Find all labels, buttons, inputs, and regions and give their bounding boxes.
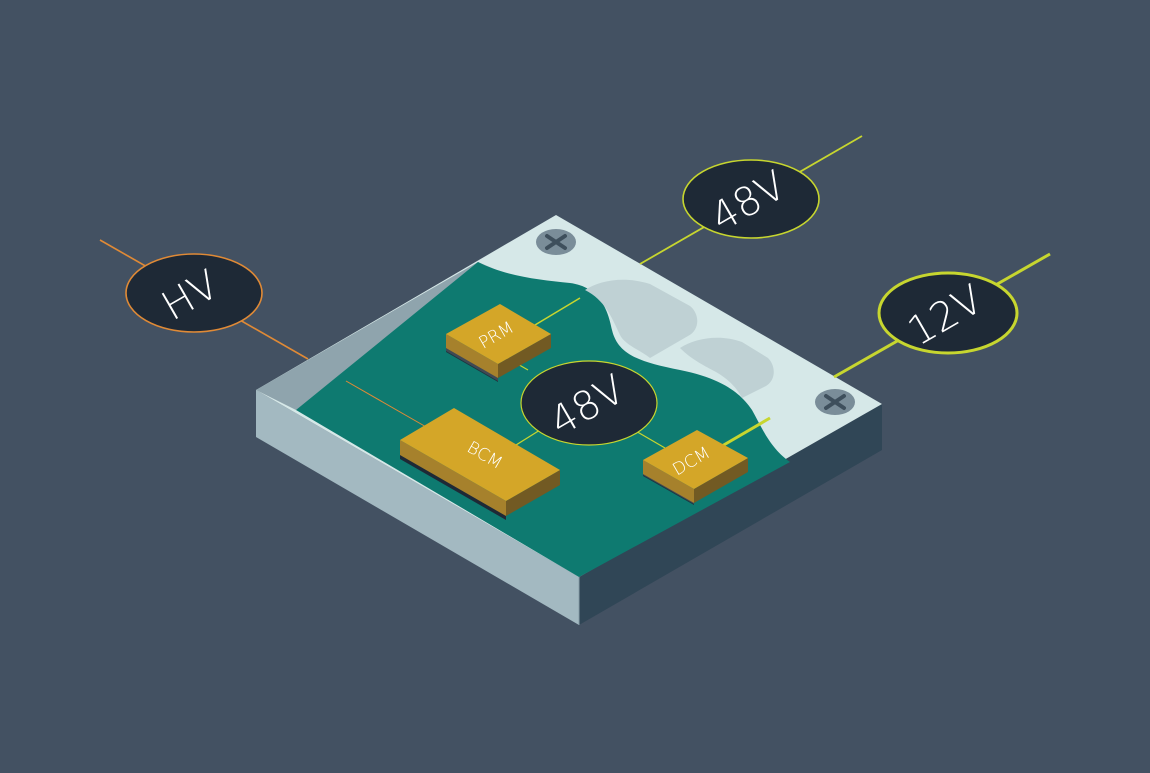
screw-right-cross-icon <box>824 394 846 410</box>
screw-right <box>815 389 855 415</box>
out12-node: 12V <box>877 271 1019 355</box>
enclosure-left-side <box>256 390 579 625</box>
bus-to-dcm-wire <box>633 429 666 449</box>
component-prm: PRM <box>446 304 551 382</box>
lid-recess-2 <box>680 337 774 398</box>
hv-input-node: HV <box>125 253 263 333</box>
dcm-to-out12-wire <box>721 416 771 448</box>
screw-top <box>536 229 576 255</box>
prm-to-out48-wire <box>534 297 581 326</box>
hv-wire-inner <box>345 380 429 429</box>
lid-recess-1 <box>585 279 698 358</box>
component-dcm: DCM <box>643 430 748 505</box>
component-bcm: BCM <box>400 408 560 520</box>
enclosure-right-side <box>579 404 882 625</box>
screw-top-cross-icon <box>545 234 567 250</box>
internal-48v-bus: 48V <box>520 360 658 446</box>
out48-node: 48V <box>682 159 820 241</box>
